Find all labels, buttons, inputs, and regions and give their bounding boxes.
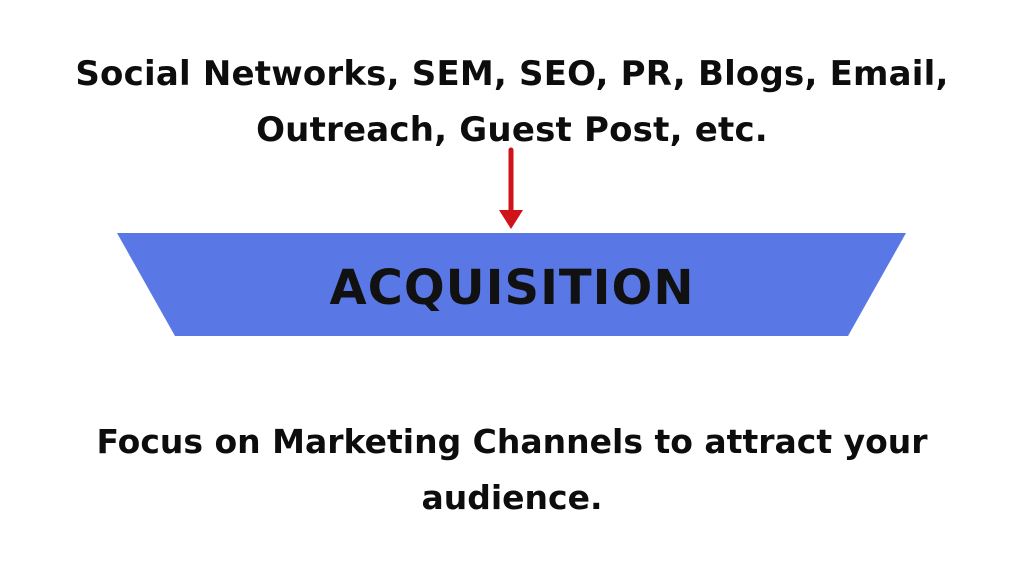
- funnel-trapezoid: [117, 233, 906, 336]
- stage-label: ACQUISITION: [329, 260, 695, 316]
- channels-line-2: Outreach, Guest Post, etc.: [256, 110, 768, 150]
- marketing-channels-text: Social Networks, SEM, SEO, PR, Blogs, Em…: [0, 46, 1024, 158]
- description-line-1: Focus on Marketing Channels to attract y…: [96, 422, 928, 461]
- description-line-2: audience.: [421, 478, 603, 517]
- channels-line-1: Social Networks, SEM, SEO, PR, Blogs, Em…: [75, 54, 949, 94]
- stage-description: Focus on Marketing Channels to attract y…: [0, 414, 1024, 526]
